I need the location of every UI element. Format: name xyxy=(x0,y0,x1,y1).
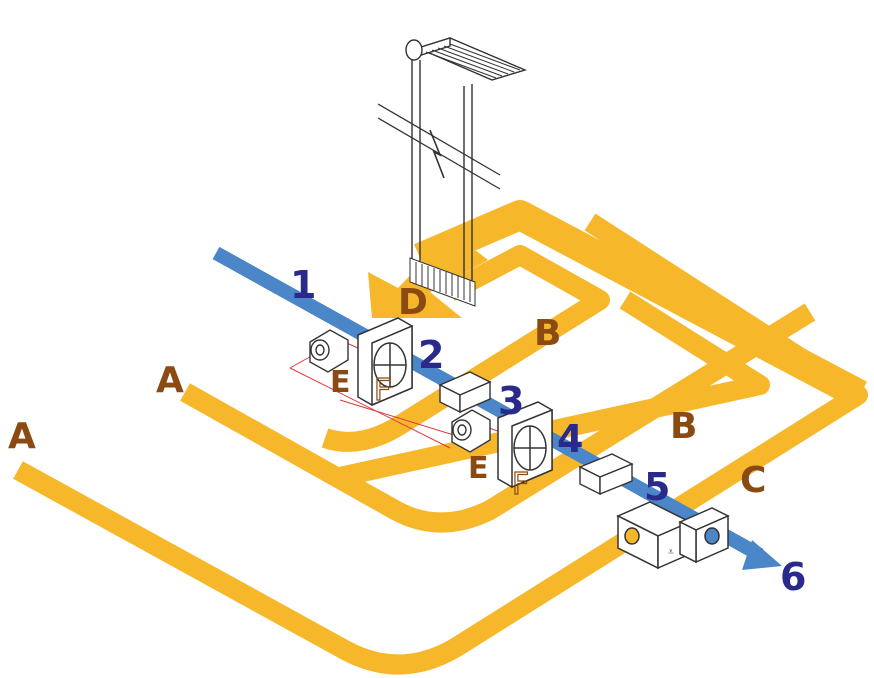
label-a-left: A xyxy=(8,416,36,457)
filter-box-icon xyxy=(578,453,634,496)
number-labels: 1 2 3 4 5 6 xyxy=(290,263,806,599)
label-f-first: F xyxy=(374,373,391,408)
label-b-lower: B xyxy=(670,406,697,447)
solar-collector-icon xyxy=(405,37,528,295)
airflow-line xyxy=(212,246,764,562)
water-heater-unit-icon: ⩡ xyxy=(616,501,730,570)
heat-exchanger-icon xyxy=(497,401,553,489)
label-number-2: 2 xyxy=(418,333,444,377)
letter-labels: A A B B C D E E xyxy=(8,282,766,501)
label-number-1: 1 xyxy=(290,263,316,307)
label-c: C xyxy=(740,460,766,501)
label-f-second: F xyxy=(512,467,529,502)
duct-b-upper xyxy=(321,245,610,452)
label-number-3: 3 xyxy=(498,379,524,423)
wall-break-icon xyxy=(377,103,501,190)
label-a-mid: A xyxy=(156,360,184,401)
label-b-upper: B xyxy=(534,313,561,354)
airflow-arrowhead xyxy=(742,540,782,570)
collector-base-icon xyxy=(409,257,476,307)
label-d: D xyxy=(398,282,428,323)
fan-icon xyxy=(451,409,491,453)
label-number-5: 5 xyxy=(644,465,670,509)
label-number-6: 6 xyxy=(780,555,806,599)
duct-a-outer xyxy=(13,213,868,675)
label-e-second: E xyxy=(468,451,489,486)
label-e-first: E xyxy=(330,365,351,400)
heat-exchanger-icon xyxy=(357,317,413,407)
label-number-4: 4 xyxy=(557,417,583,461)
svg-text:⩡: ⩡ xyxy=(668,547,674,558)
filter-box-icon xyxy=(438,371,492,414)
duct-a-middle xyxy=(180,303,816,533)
airflow-path xyxy=(212,246,782,570)
fan-icon xyxy=(309,329,349,373)
